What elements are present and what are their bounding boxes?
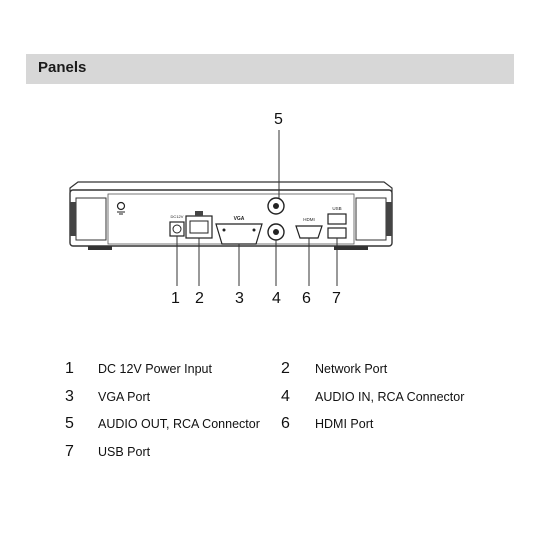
legend-label: AUDIO IN, RCA Connector (315, 390, 465, 404)
power-port-label: DC12V (171, 214, 184, 219)
hdmi-port-label: HDMI (303, 217, 315, 222)
ground-screw-icon (116, 201, 126, 211)
usb-port-top-icon (327, 213, 347, 225)
callout-1: 1 (171, 290, 180, 307)
section-header: Panels (26, 54, 514, 84)
power-jack-icon (169, 221, 185, 237)
legend-number: 1 (65, 360, 74, 377)
legend-label: VGA Port (98, 390, 151, 404)
legend-number: 5 (65, 415, 74, 432)
callout-6: 6 (302, 290, 311, 307)
callout-3: 3 (235, 290, 244, 307)
rear-panel-illustration: DC12V VGA HDMI USB (69, 130, 393, 286)
usb-port-label: USB (332, 206, 341, 211)
legend-label: DC 12V Power Input (98, 362, 212, 376)
callout-7: 7 (332, 290, 341, 307)
legend-label: Network Port (315, 362, 388, 376)
legend-number: 2 (281, 360, 290, 377)
vga-port-label: VGA (234, 216, 245, 222)
legend-label: USB Port (98, 445, 151, 459)
callout-4: 4 (272, 290, 281, 307)
legend-number: 4 (281, 388, 290, 405)
vga-port-icon (215, 223, 263, 245)
usb-port-bottom-icon (327, 227, 347, 239)
rear-panel-diagram: DC12V VGA HDMI USB 5 1 2 3 4 6 7 (0, 100, 540, 320)
legend-number: 7 (65, 443, 74, 460)
callout-2: 2 (195, 290, 204, 307)
legend-number: 6 (281, 415, 290, 432)
legend-label: AUDIO OUT, RCA Connector (98, 417, 260, 431)
legend-number: 3 (65, 388, 74, 405)
hdmi-port-icon (295, 225, 323, 239)
section-title: Panels (38, 59, 87, 76)
legend-label: HDMI Port (315, 417, 374, 431)
callout-5: 5 (274, 111, 283, 128)
